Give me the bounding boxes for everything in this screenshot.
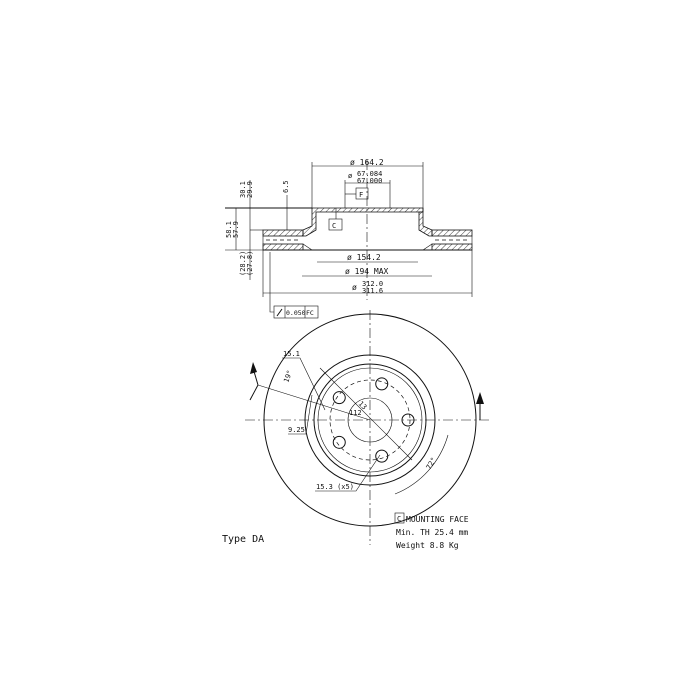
dim-height-max: 58.1 [225,221,233,238]
note-datum-c: C [397,515,401,523]
bolt-hole [332,435,346,449]
bolt-hole [332,391,346,405]
dim-offset-min: 29.9 [246,181,254,198]
front-view: 15.1 19° 112 13 9.25 15.3 (x5) 72° [245,310,490,545]
dim-outer-min: 311.6 [362,287,383,295]
bolt-hole [375,377,389,391]
view-arrow-left [250,362,257,374]
dim-outer-max: 312.0 [362,280,383,288]
section-view: ø 164.2 ø 67.084 67.000 F C ø 154.2 ø 19… [225,158,473,319]
dim-13: 13 [357,400,369,412]
dim-flange: 6.5 [282,180,290,193]
view-arrow-right [476,392,484,404]
dim-thickness-min: (27.8) [246,251,254,276]
dim-offset-max: 30.1 [239,181,247,198]
type-label: Type DA [222,534,264,545]
hat-left [302,207,424,237]
runout-icon [276,308,283,317]
datum-f: F [359,191,363,199]
dim-bore-min: 67.000 [357,177,382,185]
dim-thickness-max: (28.2) [239,251,247,276]
dim-bore-max: 67.084 [357,170,382,178]
bore-symbol: ø [348,172,353,180]
dim-pcd: 112 [349,409,362,417]
right-ring-top [431,229,473,237]
hat-right [418,208,433,237]
dim-angle-72: 72° [425,456,438,471]
dim-height-min: 57.9 [232,221,240,238]
dim-hat-outer: ø 164.2 [350,158,384,167]
dim-hole-dia: 15.1 [283,350,300,358]
dim-angle-19: 19° [282,369,294,384]
dim-holes: 15.3 (x5) [316,483,354,491]
left-ring-top [262,229,304,237]
dim-925: 9.25 [288,426,305,434]
runout-tolerance: 0.050 [286,309,306,317]
runout-datums: FC [306,309,314,317]
left-ring-bottom [262,243,304,251]
datum-f-box [355,187,369,200]
datum-c-box [328,218,343,231]
outer-symbol: ø [352,283,357,292]
note-min-thickness: Min. TH 25.4 mm [396,528,468,537]
dim-hat-inner: ø 154.2 [347,253,381,262]
datum-c: C [332,222,336,230]
dim-194: ø 194 MAX [345,267,389,276]
notes: Type DA C MOUNTING FACE Min. TH 25.4 mm … [222,512,469,550]
note-weight: Weight 8.8 Kg [396,541,459,550]
bolt-hole [375,449,389,463]
runout-frame [273,305,319,319]
right-ring-bottom [431,243,473,251]
note-mounting-face: MOUNTING FACE [406,515,469,524]
